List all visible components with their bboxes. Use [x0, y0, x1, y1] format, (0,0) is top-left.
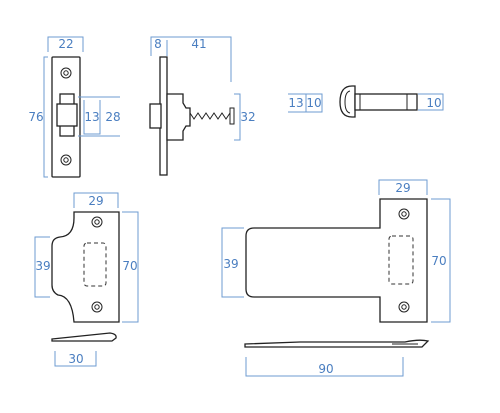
strike-side-profile: [51, 332, 117, 342]
spindle-bar: [354, 93, 418, 111]
dim-line-extended-strike-width: [378, 179, 428, 195]
dim-line-strike-depth: [54, 351, 97, 367]
dim-line-strike-width: [73, 192, 119, 208]
dim-strike-width: 29: [88, 194, 103, 208]
dim-line-spindle-bar: [418, 93, 444, 111]
latch-side-view: 8 41 32: [149, 36, 256, 176]
strike-top-screw-hole-inner: [94, 219, 100, 225]
dim-spindle-bar: 10: [426, 96, 441, 110]
latch-side-bolt: [149, 103, 162, 129]
extended-strike-top-screw-hole: [398, 208, 410, 220]
dim-extended-strike-lip-height: 39: [223, 257, 238, 271]
dim-spindle-hub-inner: 10: [306, 96, 321, 110]
dim-latch-width: 22: [58, 37, 73, 51]
dim-line-strike-lip: [34, 236, 50, 298]
latch-top-screw-hole-inner: [63, 70, 69, 76]
extended-strike-keep-outline: [388, 235, 414, 285]
dim-line-extended-strike-height: [431, 198, 451, 323]
strike-bottom-screw-hole-inner: [94, 304, 100, 310]
latch-spring-cap: [229, 107, 235, 125]
extended-strike-plate-view: 29 39 70 90: [221, 179, 451, 377]
dim-line-latch-side-height: [234, 93, 241, 141]
dim-latch-side-height: 32: [240, 110, 255, 124]
dim-latch-height: 76: [28, 110, 43, 124]
extended-strike-top-screw-hole-inner: [401, 211, 407, 217]
latch-side-body: [166, 93, 191, 141]
dim-spindle-hub-outer: 13: [288, 96, 303, 110]
dim-line-latch-width: [47, 36, 84, 52]
spindle-hub: [339, 85, 356, 118]
strike-plate: [51, 211, 120, 323]
extended-strike-side-profile: [244, 339, 430, 348]
dim-strike-depth: 30: [68, 352, 83, 366]
strike-plate-view: 29 39 70 30: [34, 192, 139, 367]
latch-bottom-screw-hole: [60, 154, 72, 166]
extended-strike-plate: [245, 198, 428, 323]
dim-extended-strike-width: 29: [395, 181, 410, 195]
dim-extended-strike-length: 90: [318, 362, 333, 376]
dim-line-strike-height: [122, 211, 139, 323]
dim-line-latch-bolt: [78, 96, 120, 137]
extended-strike-bottom-screw-hole: [398, 301, 410, 313]
dim-latch-body-length: 41: [191, 37, 206, 51]
dim-line-extended-strike-lip: [221, 227, 244, 298]
dim-latch-bolt-width: 13: [84, 110, 99, 124]
strike-bottom-screw-hole: [91, 301, 103, 313]
latch-bottom-screw-hole-inner: [63, 157, 69, 163]
strike-top-screw-hole: [91, 216, 103, 228]
dim-strike-height: 70: [122, 259, 137, 273]
dim-strike-lip-height: 39: [35, 259, 50, 273]
dim-line-extended-strike-length: [245, 357, 404, 377]
spindle-hub-inner: [344, 90, 351, 114]
dim-latch-bolt-height: 28: [105, 110, 120, 124]
latch-front-view: 22 76 13 28: [28, 36, 121, 178]
dim-line-latch-side-top: [150, 36, 232, 82]
latch-top-screw-hole: [60, 67, 72, 79]
dim-latch-plate-depth: 8: [154, 37, 162, 51]
dim-extended-strike-height: 70: [431, 254, 446, 268]
spindle-view: 13 10 10: [288, 85, 444, 118]
latch-spring: [189, 112, 231, 120]
strike-keep-outline: [83, 242, 107, 287]
dim-line-spindle-hub: [288, 93, 323, 113]
dim-line-latch-height: [43, 56, 48, 178]
latch-bolt: [56, 103, 78, 127]
extended-strike-bottom-screw-hole-inner: [401, 304, 407, 310]
